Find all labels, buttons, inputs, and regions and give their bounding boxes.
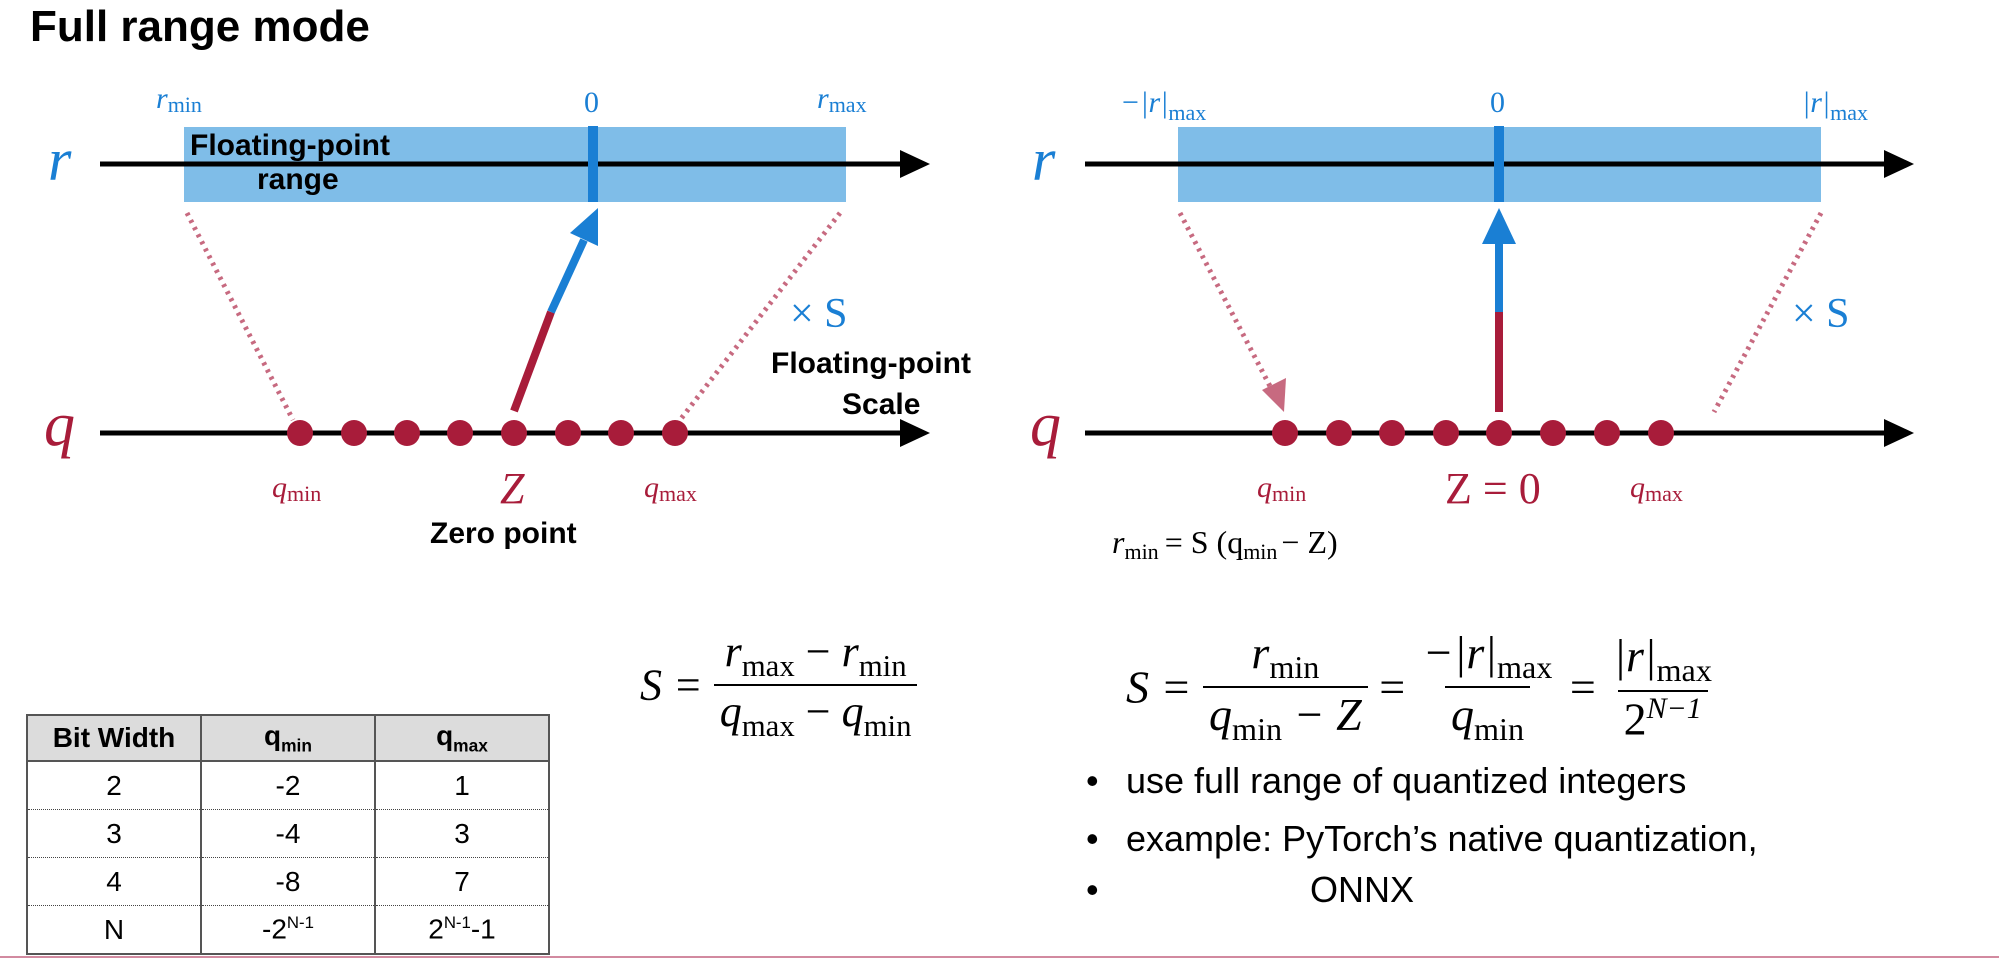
table-header-row: Bit Width qmin qmax xyxy=(26,714,550,762)
bullet-list: use full range of quantized integers exa… xyxy=(1082,752,1758,912)
right-q-dot xyxy=(1326,420,1352,446)
table-cell: 4 xyxy=(26,857,202,906)
right-q-dot xyxy=(1272,420,1298,446)
table-cell: 2 xyxy=(26,760,202,810)
bottom-divider xyxy=(0,956,1999,958)
right-q-dot xyxy=(1540,420,1566,446)
left-zero-arrowhead xyxy=(570,208,598,246)
left-scale-label-line1: Floating-point xyxy=(771,347,971,380)
formula-left-numerator: rmax − rmin xyxy=(724,627,907,683)
table-header-bit-width: Bit Width xyxy=(26,714,202,762)
formula-right-fraction-1: rmin qmin − Z xyxy=(1203,626,1368,748)
right-zero-arrowhead xyxy=(1482,208,1516,244)
table-cell: -2N-1 xyxy=(200,905,376,955)
left-rmax-dotted-line xyxy=(678,211,842,422)
bullet-item: example: PyTorch’s native quantization, xyxy=(1082,810,1758,868)
left-q-dot xyxy=(287,420,313,446)
table-cell: 7 xyxy=(374,857,550,906)
left-zero-marker xyxy=(588,126,598,202)
formula-right-fraction-3: |r|max 2N−1 xyxy=(1613,630,1712,744)
right-q-dot xyxy=(1486,420,1512,446)
table-row: N -2N-1 2N-1-1 xyxy=(26,905,550,955)
right-q-dot xyxy=(1433,420,1459,446)
formula-right-eq-3: = xyxy=(1569,661,1596,713)
table-cell: 3 xyxy=(26,809,202,858)
table-cell: 3 xyxy=(374,809,550,858)
left-zero-arrow-blue xyxy=(547,238,588,314)
scale-formula-left: S = rmax − rmin qmax − qmin xyxy=(640,626,918,744)
table-cell: 2N-1-1 xyxy=(374,905,550,955)
left-q-dot xyxy=(501,420,527,446)
left-range-label-line2: range xyxy=(257,163,339,196)
left-zero-arrow-red xyxy=(510,310,555,413)
table-cell: N xyxy=(26,905,202,955)
left-q-axis-label: q xyxy=(44,391,75,459)
left-q-dot xyxy=(662,420,688,446)
left-q-dot xyxy=(447,420,473,446)
table-row: 2 -2 1 xyxy=(26,760,550,810)
bullet-item: use full range of quantized integers xyxy=(1082,752,1758,810)
right-q-dot xyxy=(1594,420,1620,446)
left-q-dot xyxy=(608,420,634,446)
right-q-dot xyxy=(1648,420,1674,446)
right-neg-rmax-label: −|r|max xyxy=(1120,86,1206,125)
table-cell: 1 xyxy=(374,760,550,810)
left-qmax-label: qmax xyxy=(644,471,697,506)
right-q-dot xyxy=(1379,420,1405,446)
formula-right-eq-2: = xyxy=(1379,661,1406,713)
table-header-qmax: qmax xyxy=(374,714,550,762)
formula-right-fraction-2: −|r|max qmin xyxy=(1422,627,1553,748)
table-header-qmin: qmin xyxy=(200,714,376,762)
right-rmin-equation: rmin= S (qmin− Z) xyxy=(1112,524,1338,564)
left-qmin-label: qmin xyxy=(272,471,321,506)
left-rmin-dotted-line xyxy=(184,211,296,422)
table-cell: -2 xyxy=(200,760,376,810)
right-qmax-label: qmax xyxy=(1630,471,1683,506)
table-row: 4 -8 7 xyxy=(26,857,550,906)
formula-left-lhs: S = xyxy=(640,660,703,710)
left-q-dot xyxy=(555,420,581,446)
right-rmax-dotted-line xyxy=(1711,211,1824,414)
left-zero-label: 0 xyxy=(584,86,599,119)
left-rmin-label: rmin xyxy=(156,82,202,117)
right-r-axis-arrowhead xyxy=(1884,150,1914,178)
right-times-s-label: × S xyxy=(1792,291,1850,337)
left-q-axis-arrowhead xyxy=(900,419,930,447)
page-title: Full range mode xyxy=(30,2,370,51)
left-zero-point-label: Zero point xyxy=(430,517,577,550)
right-q-dots xyxy=(1272,420,1674,446)
right-rmin-dotted-arrow xyxy=(1177,211,1276,394)
table-row: 3 -4 3 xyxy=(26,809,550,858)
left-z-label: Z xyxy=(500,464,525,513)
right-q-axis-label: q xyxy=(1030,391,1061,459)
formula-left-fraction: rmax − rmin qmax − qmin xyxy=(713,626,918,744)
left-q-dot xyxy=(341,420,367,446)
scale-formula-right: S = rmin qmin − Z = −|r|max qmin = |r|ma… xyxy=(1126,626,1718,748)
right-rmax-label: |r|max xyxy=(1802,86,1868,125)
right-z-eq-label: Z = 0 xyxy=(1445,464,1541,513)
left-r-axis-label: r xyxy=(48,127,72,193)
right-zero-label: 0 xyxy=(1490,86,1505,119)
right-qmin-label: qmin xyxy=(1257,471,1306,506)
table-cell: -8 xyxy=(200,857,376,906)
right-zero-marker xyxy=(1494,126,1504,202)
formula-right-lhs: S = xyxy=(1126,661,1192,713)
formula-left-denominator: qmax − qmin xyxy=(713,683,918,744)
left-scale-label-line2: Scale xyxy=(842,388,920,421)
right-rmin-arrowhead xyxy=(1262,378,1286,412)
left-rmax-label: rmax xyxy=(817,82,867,117)
table-cell: -4 xyxy=(200,809,376,858)
left-r-axis-arrowhead xyxy=(900,150,930,178)
left-times-s-label: × S xyxy=(790,291,848,337)
bit-width-table: Bit Width qmin qmax 2 -2 1 3 -4 3 4 -8 7… xyxy=(26,714,550,955)
left-range-label-line1: Floating-point xyxy=(190,129,390,162)
bullet-item-continuation: ONNX xyxy=(1082,868,1758,912)
left-q-dot xyxy=(394,420,420,446)
right-q-axis-arrowhead xyxy=(1884,419,1914,447)
left-q-dots xyxy=(287,420,688,446)
right-r-axis-label: r xyxy=(1032,127,1056,193)
